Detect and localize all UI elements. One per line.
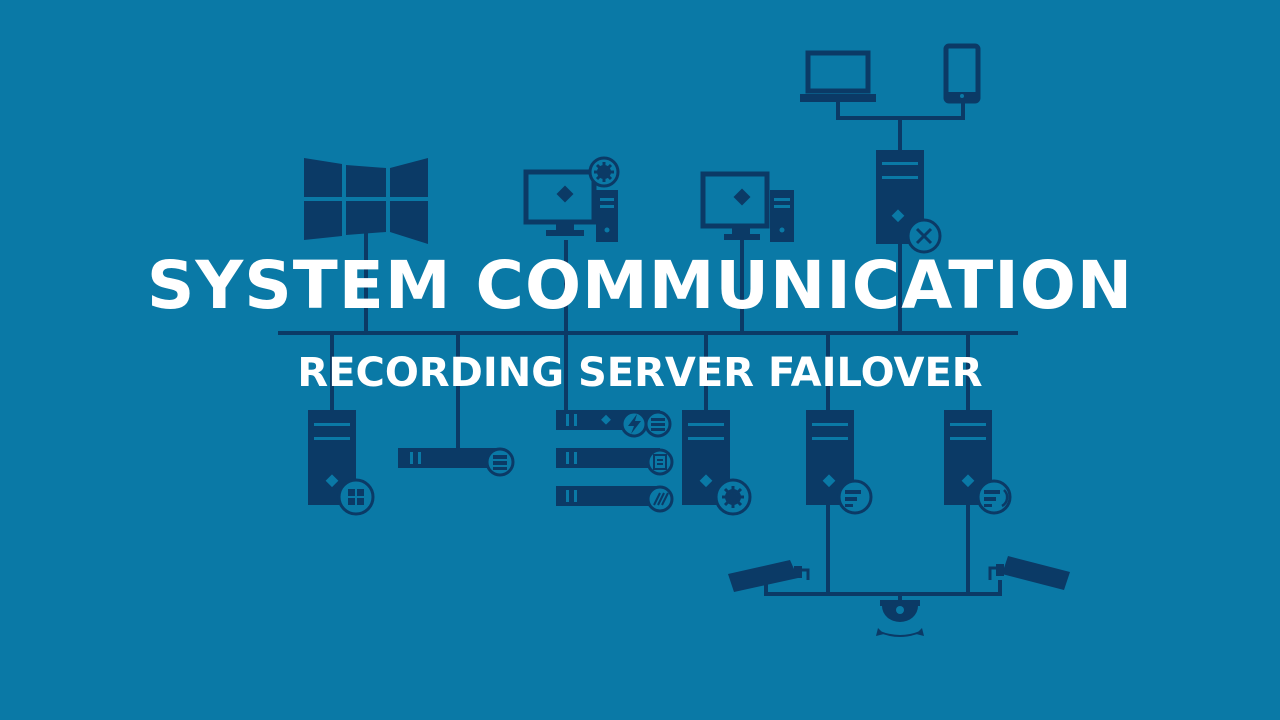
management-server-icon xyxy=(682,410,752,516)
windows-server-icon xyxy=(308,410,375,516)
recording-server-icon xyxy=(806,410,873,515)
page-subtitle: RECORDING SERVER FAILOVER xyxy=(297,350,983,396)
connector-line xyxy=(764,580,1002,596)
mobile-server-icon xyxy=(876,150,942,254)
connector-line xyxy=(836,102,965,150)
bullet-camera-icon xyxy=(988,556,1070,590)
windows-logo-icon xyxy=(304,158,428,244)
ptz-dome-camera-icon xyxy=(876,600,924,637)
storage-unit-icon xyxy=(398,447,515,477)
laptop-icon xyxy=(800,50,876,102)
desktop-gear-icon xyxy=(523,156,620,242)
smartphone-icon xyxy=(943,43,981,104)
desktop-icon xyxy=(700,171,794,242)
failover-server-icon xyxy=(944,410,1012,515)
page-title: SYSTEM COMMUNICATION xyxy=(146,247,1134,324)
bullet-camera-icon xyxy=(728,560,810,592)
rack-servers-icon xyxy=(556,410,674,513)
